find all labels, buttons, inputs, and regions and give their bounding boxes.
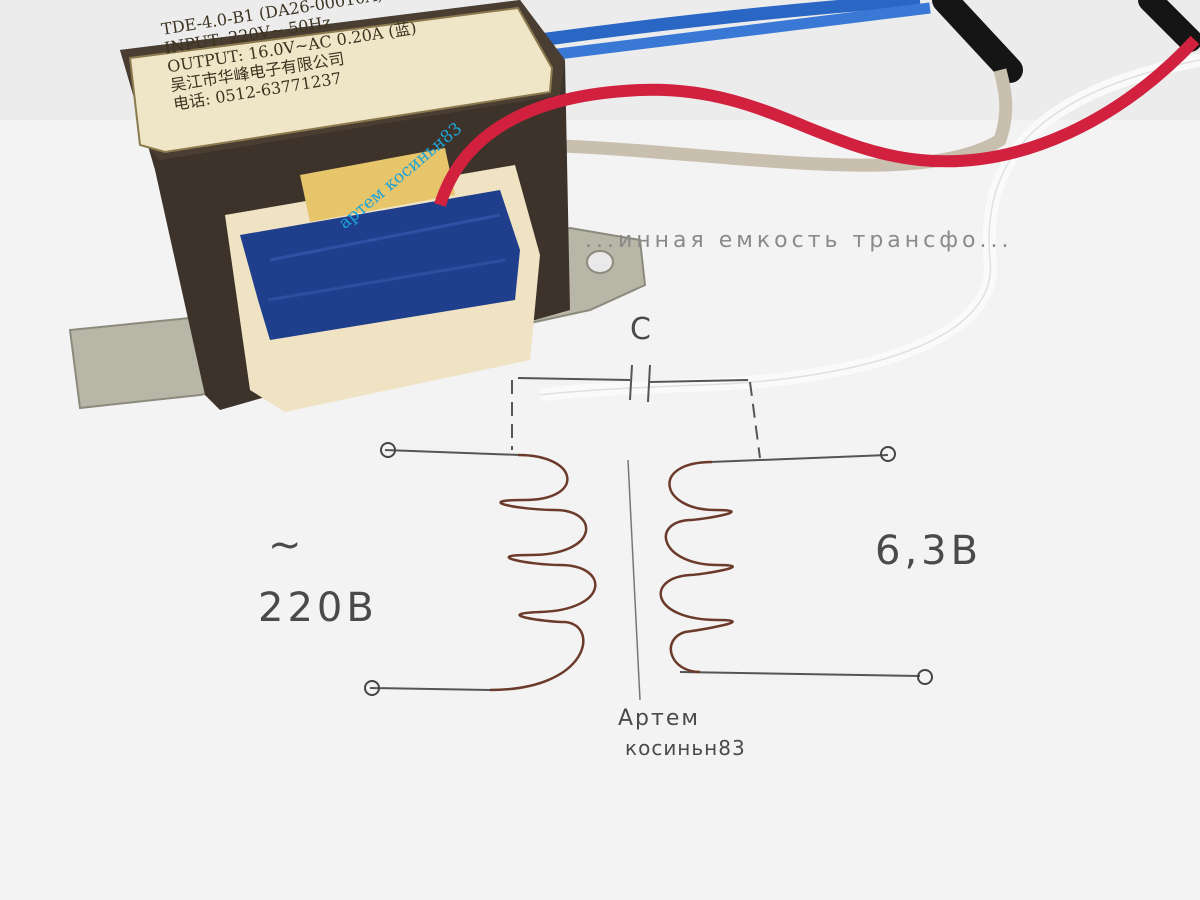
secondary-bottom-lead [679,671,921,677]
bracket-hole [586,250,614,274]
capacitor-label: C [630,312,655,347]
primary-coil [489,453,597,692]
circuit-sketch [369,364,921,701]
secondary-top-lead [709,454,889,463]
secondary-voltage: 6,3В [875,528,983,574]
signature-line-1: Артем [618,706,700,731]
capacitor-drop-right [749,381,761,459]
terminal-primary-bottom [364,680,380,696]
black-sleeve-2 [1138,0,1200,52]
terminal-primary-top [380,442,396,458]
sketch-top-text: ...инная емкость трансфо... [585,228,1013,253]
red-wire [434,35,1200,207]
label-plate [128,6,554,154]
black-sleeve-1 [932,0,1023,83]
primary-top-lead [384,449,521,456]
blue-wire-2 [549,2,931,61]
core-divider [627,459,641,701]
winding [240,190,520,340]
ac-symbol: ~ [268,522,306,568]
capacitor-lead-left [517,377,631,381]
capacitor-plate-left [629,364,633,401]
capacitor-lead-right [649,379,749,383]
secondary-coil [659,460,734,674]
capacitor-plate-right [647,364,651,403]
terminal-secondary-bottom [917,669,933,685]
terminals [364,442,933,696]
primary-bottom-lead [369,687,491,691]
primary-voltage: 220В [258,585,378,631]
signature-line-2: косиньн83 [625,736,746,760]
bobbin-top-tab [300,148,455,222]
terminal-secondary-top [880,446,896,462]
blue-wire-1 [539,0,921,47]
